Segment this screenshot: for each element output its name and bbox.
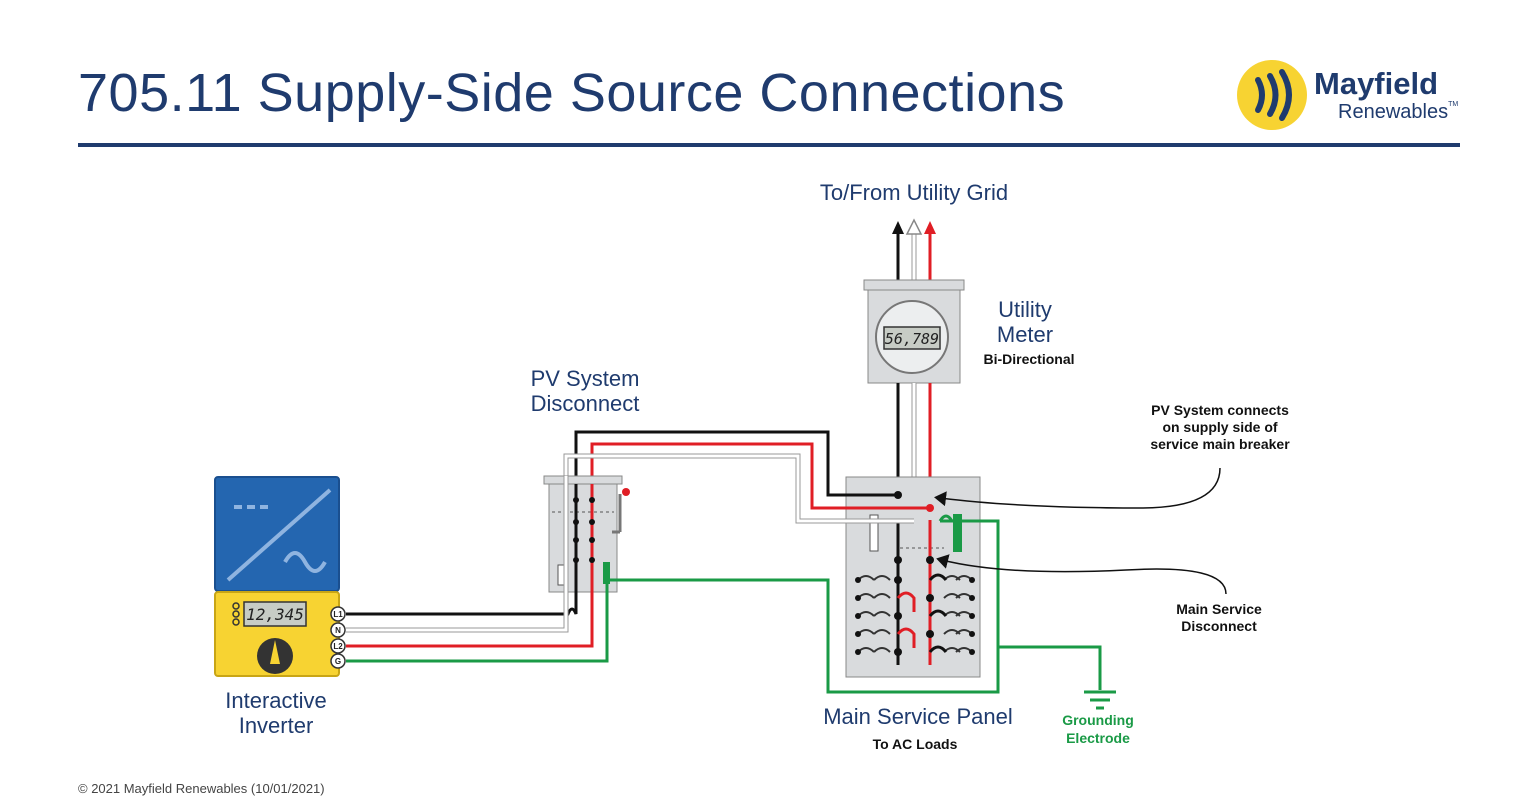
disconnect-label-line2: Disconnect	[530, 391, 640, 416]
meter-label-line1: Utility	[998, 297, 1052, 322]
meter-label-line2: Meter	[996, 322, 1054, 347]
ground-label-line1: Grounding	[1062, 712, 1134, 728]
ground-symbol-icon	[1084, 690, 1116, 710]
mayfield-logo-icon	[1237, 60, 1307, 130]
meter-reading: 56,789	[885, 330, 939, 348]
callout-supply-line3: service main breaker	[1150, 436, 1290, 452]
inverter-label-line2: Inverter	[238, 713, 314, 738]
logo-wordmark: Mayfield	[1314, 66, 1439, 101]
terminal-g-label: G	[335, 657, 341, 666]
disconnect-label-line1: PV System	[530, 366, 640, 391]
terminal-n-label: N	[335, 626, 341, 635]
panel-label: Main Service Panel	[823, 704, 1013, 729]
callout-supply-line2: on supply side of	[1162, 419, 1278, 435]
callout-supply-line1: PV System connects	[1151, 402, 1289, 418]
main-service-panel	[845, 476, 981, 678]
logo-subtext: RenewablesTM	[1338, 101, 1459, 123]
grid-label: To/From Utility Grid	[819, 180, 1009, 205]
terminal-l2-label: L2	[333, 642, 343, 651]
interactive-inverter	[214, 476, 346, 677]
terminal-l1-label: L1	[333, 610, 343, 619]
callout-main-line2: Disconnect	[1181, 618, 1257, 634]
panel-sublabel: To AC Loads	[872, 736, 958, 752]
page-title: 705.11 Supply-Side Source Connections	[78, 63, 1066, 123]
pv-system-disconnect	[543, 475, 630, 620]
title-divider	[78, 143, 1460, 147]
grid-arrows	[892, 218, 936, 282]
meter-sublabel: Bi-Directional	[983, 351, 1075, 367]
utility-meter	[863, 279, 965, 384]
ground-label-line2: Electrode	[1066, 730, 1130, 746]
copyright: © 2021 Mayfield Renewables (10/01/2021)	[78, 781, 325, 796]
callout-main-line1: Main Service	[1176, 601, 1262, 617]
inverter-reading: 12,345	[246, 605, 304, 624]
inverter-label-line1: Interactive	[225, 688, 327, 713]
